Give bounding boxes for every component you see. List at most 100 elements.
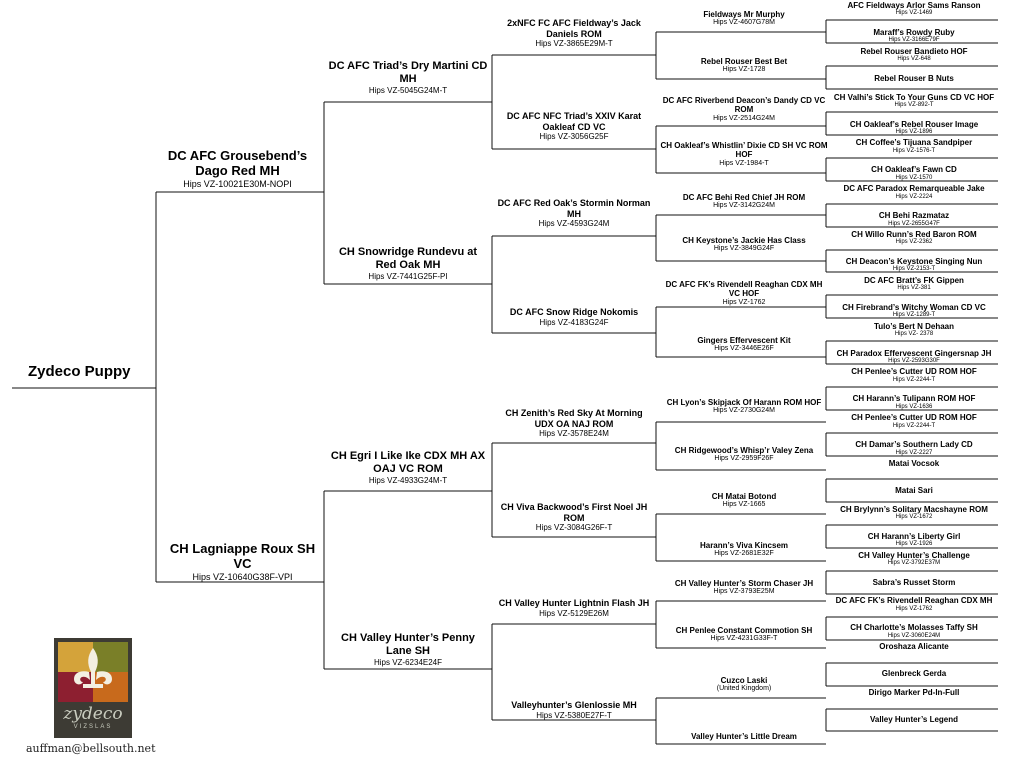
gen3-ancestor-reg: Hips VZ-3056G25F (539, 132, 609, 142)
gen5-ancestor-box: Glenbreck Gerda (830, 669, 998, 678)
gen5-ancestor-reg: Hips VZ-2244-T (892, 422, 936, 429)
sire-name: DC AFC Grousebend’s Dago Red MH (167, 148, 308, 179)
gen5-ancestor-name: CH Damar’s Southern Lady CD (855, 440, 973, 450)
gen5-ancestor-name: CH Coffee’s Tijuana Sandpiper (855, 138, 973, 148)
gen4-ancestor-name: Harann’s Viva Kincsem (699, 541, 789, 550)
gen2-ancestor-name: CH Valley Hunter’s Penny Lane SH (341, 632, 475, 657)
gen5-ancestor-name: Glenbreck Gerda (881, 669, 947, 679)
gen5-ancestor-reg: Hips VZ-2224 (895, 193, 933, 200)
gen4-ancestor-name: Rebel Rouser Best Bet (700, 57, 788, 66)
gen5-ancestor-name: AFC Fieldways Arlor Sams Ranson (847, 1, 981, 10)
gen4-ancestor-box: Cuzco Laski(United Kingdom) (660, 676, 828, 694)
gen5-ancestor-name: Dirigo Marker Pd-In-Full (868, 688, 960, 697)
gen5-ancestor-name: CH Valley Hunter’s Challenge (858, 550, 970, 560)
gen5-ancestor-name: Matai Vocsok (888, 459, 940, 468)
gen5-ancestor-name: CH Charlotte’s Molasses Taffy SH (850, 623, 978, 633)
gen5-ancestor-box: Matai Sari (830, 486, 998, 495)
fleur-de-lis-icon (58, 642, 128, 702)
zydeco-vizslas-logo: zydeco VIZSLAS (54, 638, 132, 738)
gen5-ancestor-reg: Hips VZ-2362 (895, 239, 933, 246)
gen4-ancestor-name: CH Matai Botond (711, 492, 777, 501)
gen5-ancestor-name: CH Oakleaf’s Rebel Rouser Image (849, 119, 979, 129)
gen4-ancestor-name: CH Oakleaf’s Whistlin’ Dixie CD SH VC RO… (660, 141, 828, 160)
gen5-ancestor-name: DC AFC FK’s Rivendell Reaghan CDX MH (835, 596, 993, 606)
gen4-ancestor-name: DC AFC Riverbend Deacon’s Dandy CD VC RO… (662, 96, 826, 115)
gen5-ancestor-name: CH Harann’s Liberty Girl (867, 531, 961, 541)
dam-name: CH Lagniappe Roux SH VC (169, 541, 316, 572)
gen5-ancestor-reg: Hips VZ-648 (897, 56, 931, 63)
gen5-ancestor-reg: Hips VZ-1289-T (892, 312, 936, 319)
gen5-ancestor-name: CH Penlee’s Cutter UD ROM HOF (851, 367, 977, 377)
gen3-ancestor-reg: Hips VZ-3865E29M-T (535, 39, 613, 49)
gen4-ancestor-name: Valley Hunter’s Little Dream (691, 732, 797, 741)
gen5-ancestor-name: CH Willo Runn’s Red Baron ROM (851, 230, 977, 239)
gen4-ancestor-name: CH Keystone’s Jackie Has Class (682, 236, 806, 245)
gen4-ancestor-reg: Hips VZ-1665 (722, 501, 766, 509)
gen5-ancestor-name: Rebel Rouser Bandieto HOF (860, 46, 968, 56)
gen5-ancestor-reg: Hips VZ- 2378 (894, 331, 934, 338)
sire-box: DC AFC Grousebend’s Dago Red MH Hips VZ-… (160, 148, 315, 189)
gen5-ancestor-box: Rebel Rouser B Nuts (830, 74, 998, 83)
gen2-ancestor-name: DC AFC Triad’s Dry Martini CD MH (328, 60, 488, 85)
gen4-ancestor-name: CH Valley Hunter’s Storm Chaser JH (674, 579, 814, 588)
gen5-ancestor-name: CH Deacon’s Keystone Singing Nun (845, 256, 983, 266)
gen5-ancestor-reg: Hips VZ-2655G47F (888, 220, 940, 227)
gen5-ancestor-reg: Hips VZ-3166E79F (888, 37, 940, 44)
gen3-ancestor-name: Valleyhunter’s Glenlossie MH (511, 700, 637, 710)
gen3-ancestor-reg: Hips VZ-5129E26M (539, 608, 609, 618)
gen5-ancestor-reg: Hips VZ-1896 (895, 128, 933, 135)
gen5-ancestor-name: Sabra’s Russet Storm (872, 577, 956, 587)
contact-email[interactable]: auffman@bellsouth.net (26, 742, 156, 755)
gen5-ancestor-reg: Hips VZ-1469 (895, 10, 933, 17)
gen4-ancestor-name: CH Ridgewood’s Whisp’r Valey Zena (674, 446, 814, 455)
gen4-ancestor-reg: Hips VZ-2730G24M (713, 407, 775, 415)
gen3-ancestor-name: DC AFC Red Oak’s Stormin Norman MH (497, 198, 651, 219)
gen5-ancestor-reg: Hips VZ-2153-T (892, 266, 936, 273)
gen3-ancestor-box: 2xNFC FC AFC Fieldway’s Jack Daniels ROM… (496, 18, 652, 49)
gen5-ancestor-name: CH Brylynn’s Solitary Macshayne ROM (840, 504, 988, 514)
gen5-ancestor-name: CH Penlee’s Cutter UD ROM HOF (851, 413, 977, 423)
gen3-ancestor-name: CH Valley Hunter Lightnin Flash JH (498, 598, 650, 608)
gen5-ancestor-reg: Hips VZ-2593G30F (888, 357, 940, 364)
gen4-ancestor-name: Gingers Effervescent Kit (697, 336, 791, 345)
gen5-ancestor-name: Matai Sari (895, 485, 933, 495)
gen4-ancestor-reg: Hips VZ-2681E32F (714, 550, 774, 558)
gen3-ancestor-reg: Hips VZ-4593G24M (538, 219, 610, 229)
gen4-ancestor-name: DC AFC FK’s Rivendell Reaghan CDX MH VC … (665, 280, 823, 299)
gen5-ancestor-reg: Hips VZ-892-T (894, 102, 934, 109)
gen5-ancestor-name: CH Behi Razmataz (878, 211, 950, 221)
gen4-ancestor-name: DC AFC Behi Red Chief JH ROM (682, 193, 806, 202)
gen5-ancestor-reg: Hips VZ-1672 (895, 514, 933, 521)
gen5-ancestor-box: Valley Hunter’s Legend (830, 715, 998, 724)
gen4-ancestor-reg: Hips VZ-2959F26F (714, 455, 774, 463)
gen5-ancestor-name: CH Firebrand’s Witchy Woman CD VC (842, 302, 986, 312)
gen4-ancestor-reg: Hips VZ-4607G78M (713, 19, 775, 27)
gen5-ancestor-name: Valley Hunter’s Legend (869, 714, 959, 724)
